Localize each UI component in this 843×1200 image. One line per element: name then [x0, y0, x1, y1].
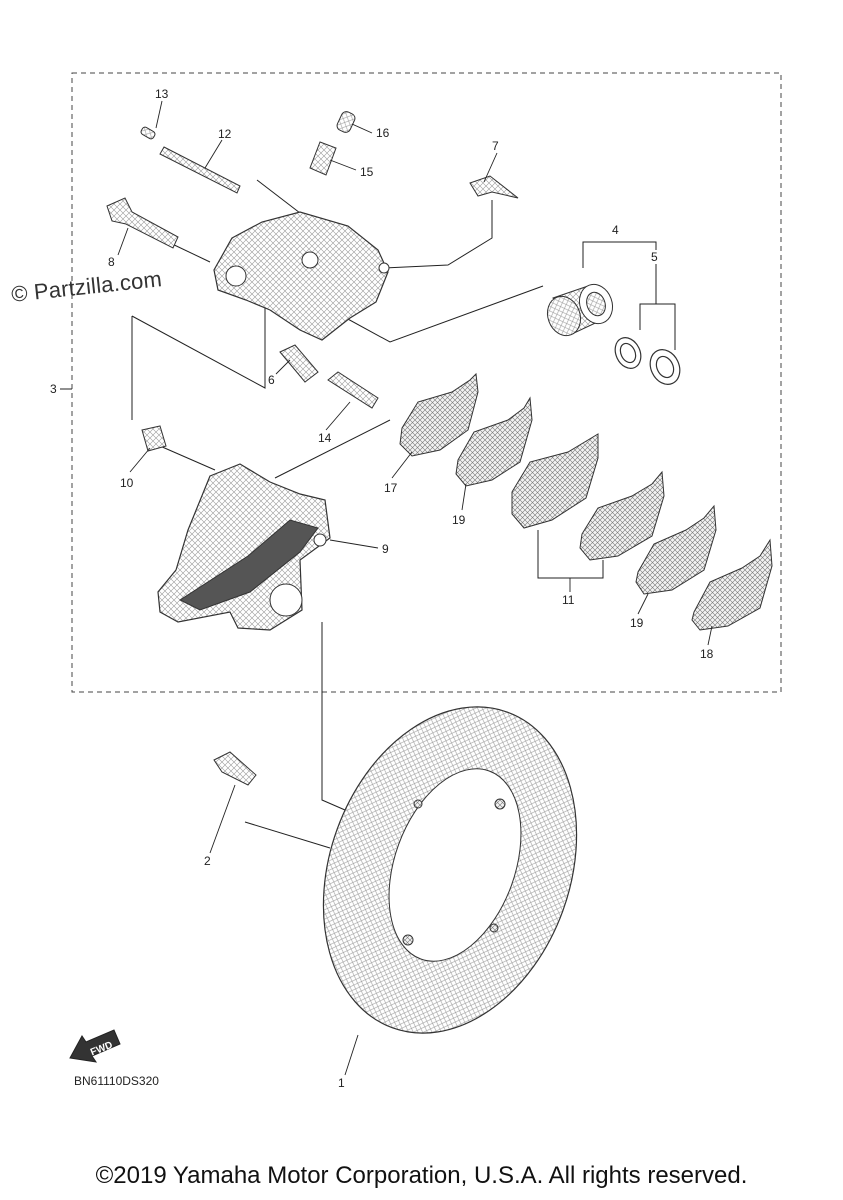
callout-leaders [117, 100, 713, 1076]
callout-2: 2 [204, 854, 211, 868]
callout-1: 1 [338, 1076, 345, 1090]
callout-7: 7 [492, 139, 499, 153]
brake-pads [399, 372, 773, 631]
callout-11: 11 [562, 593, 575, 607]
callout-labels: 13 12 16 15 7 4 5 8 3 6 14 10 17 19 9 11… [50, 87, 714, 1090]
piston [546, 283, 614, 337]
callout-10: 10 [120, 476, 134, 490]
callout-16: 16 [376, 126, 390, 140]
callout-3: 3 [50, 382, 57, 396]
bolts [106, 111, 519, 786]
bracket-lines [537, 241, 676, 579]
callout-5: 5 [651, 250, 658, 264]
forward-arrow-icon: FWD [69, 1029, 121, 1063]
piston-seals [614, 337, 681, 385]
callout-19-left: 19 [452, 513, 466, 527]
brake-disc [322, 706, 578, 1034]
callout-18: 18 [700, 647, 714, 661]
callout-19-right: 19 [630, 616, 644, 630]
callout-8: 8 [108, 255, 115, 269]
callout-13: 13 [155, 87, 169, 101]
callout-14: 14 [318, 431, 332, 445]
callout-4: 4 [612, 223, 619, 237]
callout-6: 6 [268, 373, 275, 387]
callout-15: 15 [360, 165, 374, 179]
callout-9: 9 [382, 542, 389, 556]
copyright-notice: ©2019 Yamaha Motor Corporation, U.S.A. A… [95, 1162, 748, 1189]
leader-lines [60, 179, 544, 849]
callout-17: 17 [384, 481, 398, 495]
caliper-body-upper [213, 211, 389, 341]
callout-12: 12 [218, 127, 232, 141]
diagram-code: BN61110DS320 [74, 1074, 159, 1088]
assembly-boundary [71, 72, 782, 693]
